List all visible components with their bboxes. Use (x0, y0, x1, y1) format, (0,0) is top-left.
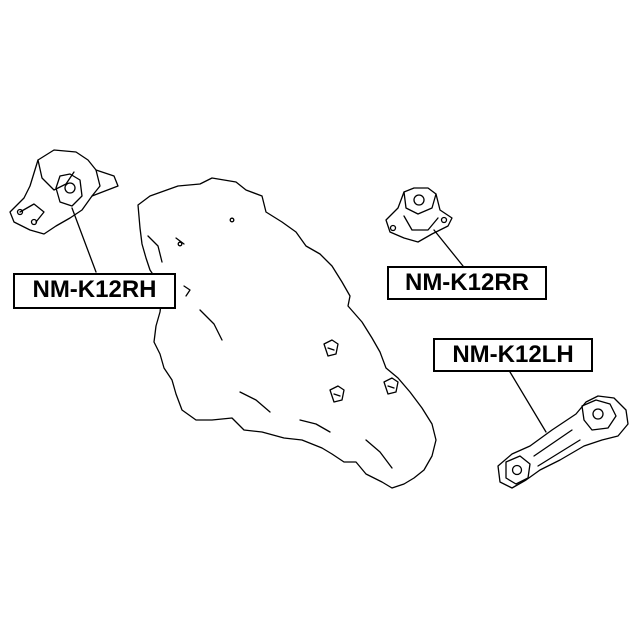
part-label-rh: NM-K12RH (13, 273, 176, 309)
rh-engine-mount-part (9, 149, 119, 235)
leader-line-rr (433, 229, 464, 267)
engine-block (137, 177, 437, 489)
leader-line-lh (509, 371, 547, 433)
leader-line-rh (71, 207, 97, 273)
lh-torque-rod-part (497, 395, 629, 489)
part-label-lh: NM-K12LH (433, 338, 593, 372)
rr-engine-mount-part (385, 187, 453, 243)
part-label-rr: NM-K12RR (387, 266, 547, 300)
